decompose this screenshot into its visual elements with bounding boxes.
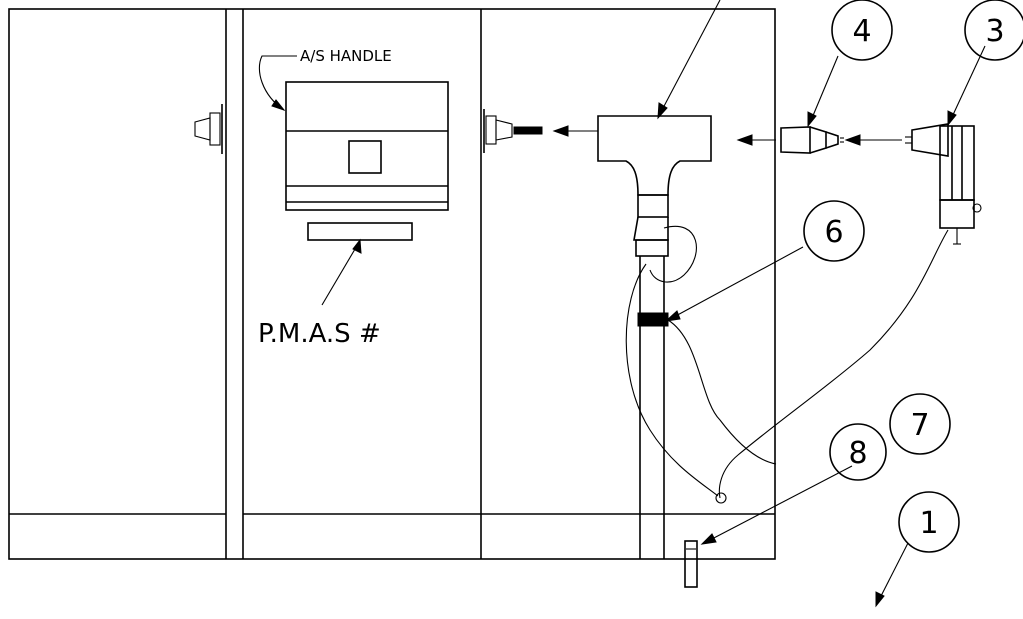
callout-6: 6 [803, 200, 865, 262]
arrow-to-bushing [552, 125, 598, 137]
callout-4-number: 4 [852, 14, 871, 49]
elbow-device [905, 45, 986, 245]
ground-wires [625, 229, 949, 504]
callout-8-number: 8 [848, 436, 867, 471]
callout-4: 4 [831, 0, 893, 61]
arrow-from-elbow [844, 134, 902, 146]
arrow-from-bushing-insert [736, 134, 776, 146]
bushing-insert [780, 55, 844, 154]
cable [639, 225, 697, 559]
callout-1-number: 1 [919, 506, 938, 541]
callout-1: 1 [898, 491, 960, 553]
callout-3: 3 [964, 0, 1023, 61]
ground-bar-connector [684, 465, 853, 588]
callout-6-number: 6 [824, 215, 843, 250]
left-bushing [194, 104, 223, 154]
ground-clamp [637, 246, 804, 327]
a-s-handle-box [258, 55, 449, 211]
leader-item-1 [875, 542, 909, 608]
tee-connector [597, 0, 721, 257]
right-bushing [483, 109, 543, 153]
switchgear-cabinet [8, 8, 776, 560]
pmas-label: P.M.A.S # [258, 319, 381, 349]
pmas-plate [307, 222, 413, 306]
callout-7-number: 7 [910, 408, 929, 443]
a-s-handle-label: A/S HANDLE [300, 47, 392, 65]
callout-8: 8 [829, 423, 887, 481]
callout-3-number: 3 [985, 14, 1004, 49]
callout-7: 7 [889, 393, 951, 455]
